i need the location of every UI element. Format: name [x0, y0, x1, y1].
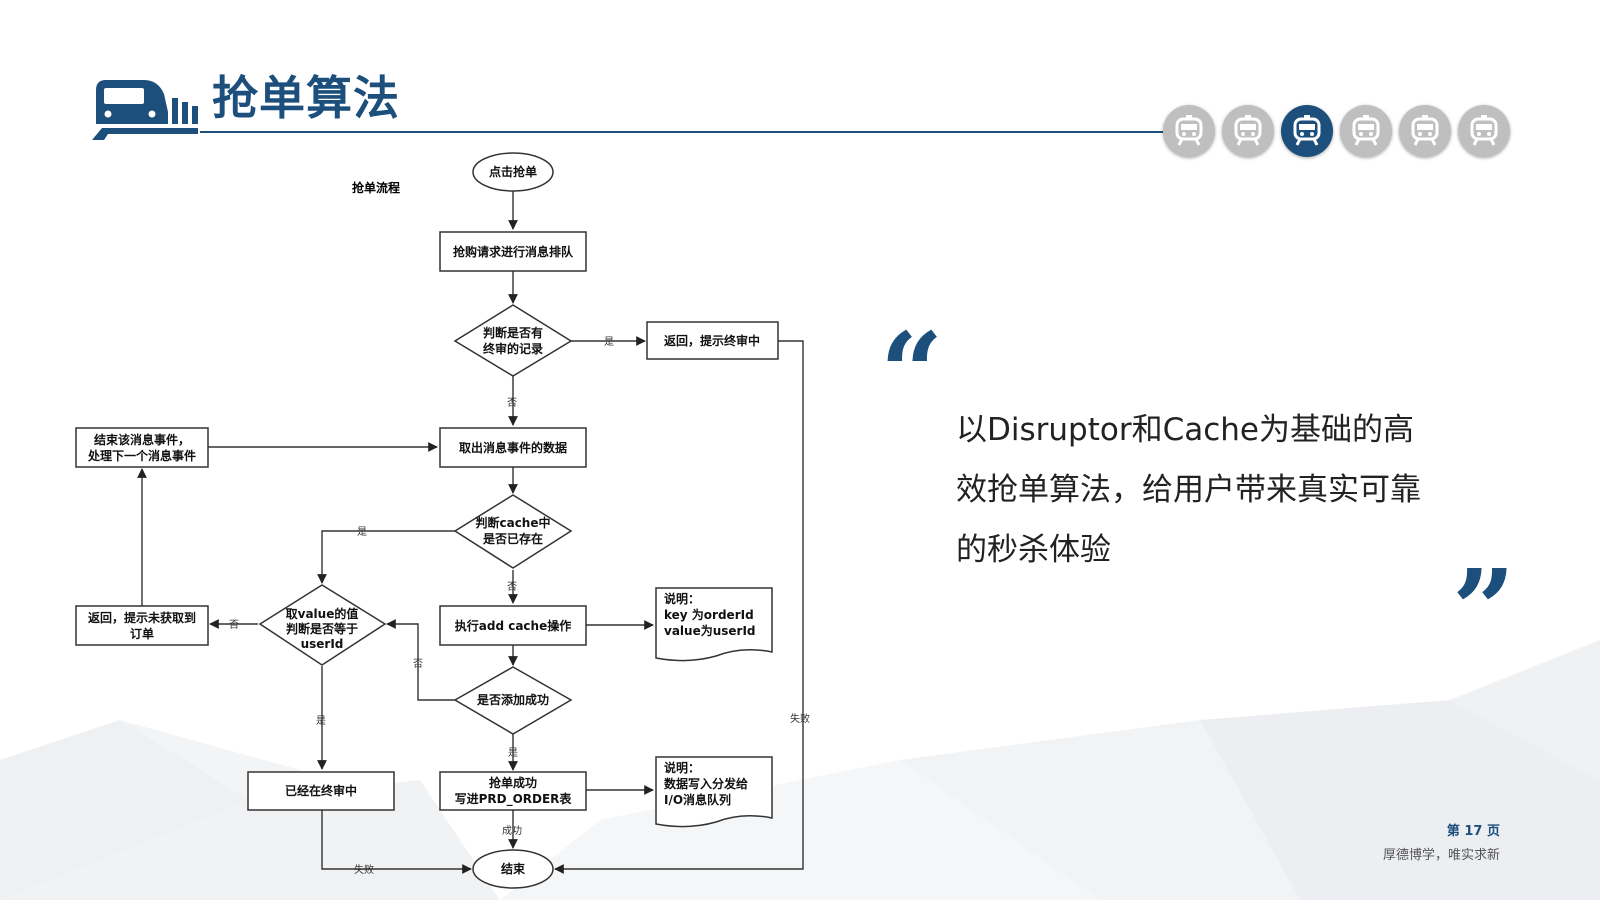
flowchart-title: 抢单流程 — [352, 180, 400, 195]
svg-text:抢购请求进行消息排队: 抢购请求进行消息排队 — [453, 244, 574, 259]
progress-dot-3[interactable] — [1281, 105, 1333, 157]
train-front-icon — [1470, 115, 1498, 146]
node-note-2: 说明： 数据写入分发给 I/O消息队列 — [655, 756, 773, 828]
svg-text:订单: 订单 — [130, 626, 154, 641]
node-end: 结束 — [472, 849, 554, 889]
svg-text:说明：: 说明： — [664, 591, 700, 606]
flow-edges — [137, 191, 804, 874]
node-return-not-got: 返回，提示未获取到 订单 — [75, 605, 209, 646]
node-in-final: 已经在终审中 — [247, 771, 395, 811]
train-front-icon — [1234, 115, 1262, 146]
svg-text:点击抢单: 点击抢单 — [489, 164, 537, 179]
edge-label-no3: 否 — [229, 619, 239, 631]
section-progress — [1163, 105, 1510, 157]
node-check-cache: 判断cache中 是否已存在 — [453, 494, 573, 569]
svg-text:判断是否等于: 判断是否等于 — [286, 621, 358, 636]
page-number: 第 17 页 — [1446, 824, 1500, 839]
node-fetch-data: 取出消息事件的数据 — [439, 427, 587, 468]
svg-text:结束: 结束 — [501, 861, 526, 876]
svg-text:抢单成功: 抢单成功 — [489, 775, 537, 790]
svg-text:返回，提示终审中: 返回，提示终审中 — [664, 333, 760, 348]
progress-dot-1[interactable] — [1163, 105, 1215, 157]
edge-label-success: 成功 — [502, 825, 522, 837]
svg-text:说明：: 说明： — [664, 760, 700, 775]
quote-open-mark: “ — [880, 308, 944, 437]
flowchart: 点击抢单 抢单流程 抢购请求进行消息排队 判断是否有 终审的记录 返回，提示终审… — [75, 152, 810, 889]
edge-label-no4: 否 — [413, 658, 423, 670]
edge-label-fail2: 失败 — [790, 712, 810, 725]
node-add-cache: 执行add cache操作 — [439, 605, 587, 646]
svg-text:执行add cache操作: 执行add cache操作 — [455, 618, 571, 633]
svg-text:处理下一个消息事件: 处理下一个消息事件 — [87, 448, 196, 463]
svg-text:终审的记录: 终审的记录 — [483, 341, 543, 356]
train-front-icon — [1175, 115, 1203, 146]
node-check-value: 取value的值 判断是否等于 userId — [258, 584, 387, 666]
node-check-added: 是否添加成功 — [453, 666, 573, 735]
node-return-final: 返回，提示终审中 — [646, 321, 779, 360]
page-title: 抢单算法 — [212, 71, 400, 125]
progress-dot-4[interactable] — [1340, 105, 1392, 157]
progress-dot-6[interactable] — [1458, 105, 1510, 157]
svg-text:取出消息事件的数据: 取出消息事件的数据 — [459, 440, 567, 455]
train-front-icon — [1411, 115, 1439, 146]
svg-text:结束该消息事件，: 结束该消息事件， — [94, 432, 190, 447]
svg-text:数据写入分发给: 数据写入分发给 — [664, 776, 748, 791]
header-divider — [200, 131, 1165, 133]
svg-text:返回，提示未获取到: 返回，提示未获取到 — [88, 610, 196, 625]
svg-text:是否已存在: 是否已存在 — [482, 531, 543, 546]
svg-text:已经在终审中: 已经在终审中 — [285, 783, 357, 798]
edge-label-yes2: 是 — [357, 526, 367, 538]
quote-text: 以Disruptor和Cache为基础的高效抢单算法，给用户带来真实可靠的秒杀体… — [956, 412, 1421, 568]
node-check-final: 判断是否有 终审的记录 — [453, 304, 573, 377]
footer-motto: 厚德博学，唯实求新 — [1382, 848, 1500, 863]
node-note-1: 说明： key 为orderId value为userId — [655, 587, 773, 662]
svg-text:是否添加成功: 是否添加成功 — [476, 692, 549, 707]
svg-text:value为userId: value为userId — [664, 623, 756, 638]
svg-text:取value的值: 取value的值 — [286, 606, 359, 621]
train-front-icon — [1293, 115, 1321, 146]
quote-close-mark: ” — [1452, 545, 1516, 674]
svg-text:写进PRD_ORDER表: 写进PRD_ORDER表 — [455, 791, 573, 807]
node-start: 点击抢单 — [472, 152, 554, 192]
train-front-icon — [1352, 115, 1380, 146]
svg-text:key 为orderId: key 为orderId — [664, 607, 754, 622]
svg-text:判断是否有: 判断是否有 — [483, 325, 543, 340]
node-queue: 抢购请求进行消息排队 — [439, 231, 587, 272]
train-icon — [92, 80, 198, 140]
svg-text:userId: userId — [301, 637, 344, 651]
node-success: 抢单成功 写进PRD_ORDER表 — [439, 771, 587, 811]
svg-text:I/O消息队列: I/O消息队列 — [664, 792, 731, 807]
edge-label-yes3: 是 — [316, 715, 326, 727]
progress-dot-2[interactable] — [1222, 105, 1274, 157]
edge-label-no2: 否 — [507, 581, 517, 593]
edge-label-no1: 否 — [507, 397, 517, 409]
edge-label-yes4: 是 — [508, 747, 518, 759]
edge-label-fail1: 失败 — [354, 863, 374, 876]
progress-dot-5[interactable] — [1399, 105, 1451, 157]
node-end-event: 结束该消息事件， 处理下一个消息事件 — [75, 427, 209, 468]
edge-label-yes1: 是 — [604, 336, 614, 348]
svg-text:判断cache中: 判断cache中 — [475, 515, 550, 530]
